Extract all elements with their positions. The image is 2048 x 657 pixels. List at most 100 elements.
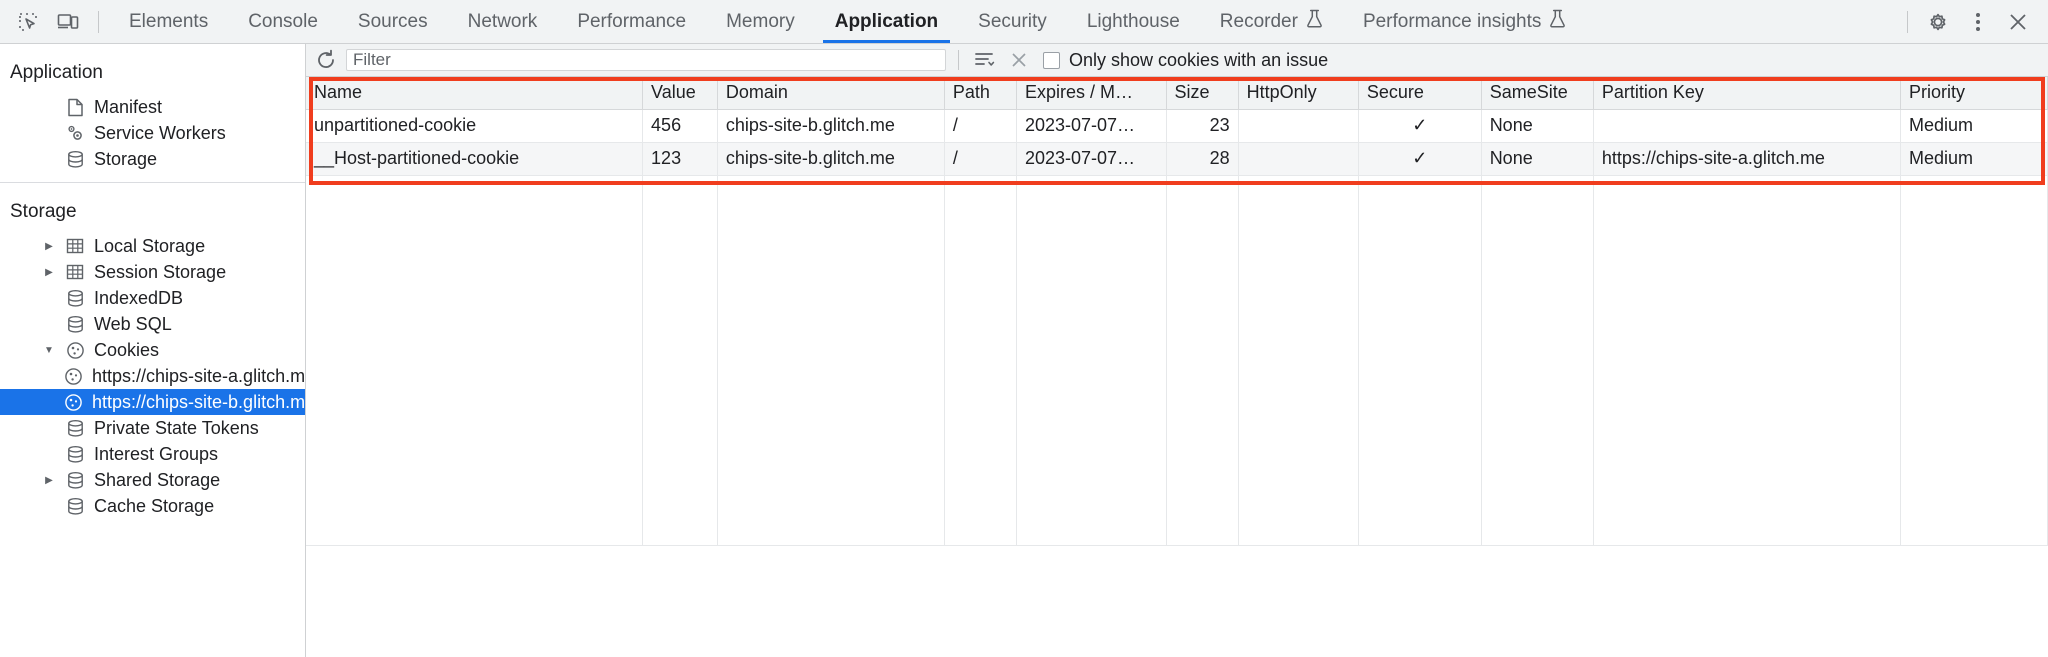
cookies-toolbar: Only show cookies with an issue bbox=[306, 44, 2048, 77]
cell-partition-key bbox=[1593, 109, 1902, 143]
database-icon bbox=[64, 288, 86, 308]
tab-label: Console bbox=[248, 10, 318, 32]
tab-application[interactable]: Application bbox=[815, 0, 958, 43]
column-header-name[interactable]: Name bbox=[306, 77, 644, 110]
tab-performance[interactable]: Performance bbox=[557, 0, 706, 43]
twisty-placeholder bbox=[42, 421, 56, 435]
sidebar-item-cookies-chips-site-b[interactable]: https://chips-site-b.glitch.me bbox=[0, 389, 305, 415]
column-header-path[interactable]: Path bbox=[944, 77, 1017, 110]
table-row[interactable]: unpartitioned-cookie 456 chips-site-b.gl… bbox=[306, 109, 2048, 143]
tab-bar-actions bbox=[1897, 7, 2038, 37]
column-header-priority[interactable]: Priority bbox=[1900, 77, 2048, 110]
only-issues-checkbox[interactable] bbox=[1043, 51, 1060, 69]
cell-secure: ✓ bbox=[1358, 109, 1482, 143]
chevron-down-icon[interactable]: ▼ bbox=[44, 344, 54, 356]
sidebar-item-label: Storage bbox=[94, 149, 158, 169]
cell-expires: 2023-07-07… bbox=[1016, 109, 1167, 143]
devtools-body: Application Manifest bbox=[0, 44, 2048, 657]
sidebar-item-label: Web SQL bbox=[94, 314, 172, 334]
chevron-right-icon[interactable]: ▶ bbox=[45, 266, 53, 278]
sidebar-item-local-storage[interactable]: ▶ Local Storage bbox=[0, 233, 305, 259]
sidebar-item-label: Private State Tokens bbox=[94, 418, 259, 438]
column-header-expires[interactable]: Expires / M… bbox=[1016, 77, 1167, 110]
only-issues-checkbox-row[interactable]: Only show cookies with an issue bbox=[1043, 50, 1328, 71]
sidebar-section-application: Application Manifest bbox=[0, 44, 305, 182]
sidebar-item-label: Cache Storage bbox=[94, 496, 215, 516]
sidebar-item-label: Manifest bbox=[94, 97, 163, 117]
twisty-placeholder bbox=[42, 317, 56, 331]
sidebar-item-service-workers[interactable]: Service Workers bbox=[0, 120, 305, 146]
tab-sources[interactable]: Sources bbox=[338, 0, 448, 43]
clear-all-x-icon[interactable] bbox=[1005, 47, 1033, 73]
cell-value: 123 bbox=[642, 142, 718, 176]
cell-priority: Medium bbox=[1900, 109, 2048, 143]
sidebar-item-web-sql[interactable]: Web SQL bbox=[0, 311, 305, 337]
sidebar-item-cookies-chips-site-a[interactable]: https://chips-site-a.glitch.me bbox=[0, 363, 305, 389]
cookies-table: Name Value Domain Path Expires / M… Size… bbox=[306, 77, 2048, 546]
cell-domain: chips-site-b.glitch.me bbox=[717, 109, 945, 143]
tab-label: Network bbox=[467, 10, 538, 32]
gear-icon[interactable] bbox=[1920, 7, 1956, 37]
inspect-element-icon[interactable] bbox=[10, 7, 46, 37]
column-header-httponly[interactable]: HttpOnly bbox=[1238, 77, 1359, 110]
table-row[interactable]: __Host-partitioned-cookie 123 chips-site… bbox=[306, 142, 2048, 176]
tab-recorder[interactable]: Recorder bbox=[1200, 0, 1343, 43]
cell-size: 23 bbox=[1166, 109, 1239, 143]
twisty-placeholder bbox=[42, 126, 56, 140]
chevron-right-icon[interactable]: ▶ bbox=[45, 474, 53, 486]
column-header-value[interactable]: Value bbox=[642, 77, 718, 110]
toolbar-divider bbox=[958, 50, 959, 70]
tab-performance-insights[interactable]: Performance insights bbox=[1343, 0, 1586, 43]
tab-lighthouse[interactable]: Lighthouse bbox=[1067, 0, 1200, 43]
column-header-domain[interactable]: Domain bbox=[717, 77, 945, 110]
sidebar-item-private-state-tokens[interactable]: Private State Tokens bbox=[0, 415, 305, 441]
cell-httponly bbox=[1238, 142, 1359, 176]
cell-samesite: None bbox=[1481, 142, 1594, 176]
sidebar-item-label: Local Storage bbox=[94, 236, 206, 256]
toolbar-divider bbox=[1907, 10, 1908, 33]
table-icon bbox=[64, 262, 86, 282]
cell-partition-key: https://chips-site-a.glitch.me bbox=[1593, 142, 1902, 176]
cell-path: / bbox=[944, 142, 1017, 176]
cookies-table-container: Name Value Domain Path Expires / M… Size… bbox=[306, 77, 2048, 657]
clear-filter-icon[interactable] bbox=[971, 47, 999, 73]
cookies-panel: Only show cookies with an issue Name Val… bbox=[306, 44, 2048, 657]
only-issues-label: Only show cookies with an issue bbox=[1069, 49, 1329, 70]
sidebar-item-indexeddb[interactable]: IndexedDB bbox=[0, 285, 305, 311]
column-header-samesite[interactable]: SameSite bbox=[1481, 77, 1594, 110]
gears-icon bbox=[64, 123, 86, 143]
sidebar-item-interest-groups[interactable]: Interest Groups bbox=[0, 441, 305, 467]
sidebar-item-cache-storage[interactable]: Cache Storage bbox=[0, 493, 305, 519]
tab-console[interactable]: Console bbox=[228, 0, 338, 43]
column-header-size[interactable]: Size bbox=[1166, 77, 1239, 110]
tab-label: Performance bbox=[577, 10, 687, 32]
sidebar-item-storage-overview[interactable]: Storage bbox=[0, 146, 305, 172]
sidebar-item-cookies[interactable]: ▼ Cookies bbox=[0, 337, 305, 363]
sidebar-section-storage: Storage ▶ Local Storage ▶ Session Storag… bbox=[0, 182, 305, 529]
column-header-secure[interactable]: Secure bbox=[1358, 77, 1482, 110]
toolbar-divider bbox=[98, 10, 99, 33]
chevron-right-icon[interactable]: ▶ bbox=[45, 240, 53, 252]
tab-label: Lighthouse bbox=[1086, 10, 1180, 32]
sidebar-item-label: Interest Groups bbox=[94, 444, 219, 464]
sidebar-item-session-storage[interactable]: ▶ Session Storage bbox=[0, 259, 305, 285]
tab-memory[interactable]: Memory bbox=[706, 0, 815, 43]
three-dot-menu-icon[interactable] bbox=[1960, 7, 1996, 37]
close-icon[interactable] bbox=[2000, 7, 2036, 37]
tab-network[interactable]: Network bbox=[448, 0, 558, 43]
tab-label: Sources bbox=[357, 10, 428, 32]
sidebar-item-shared-storage[interactable]: ▶ Shared Storage bbox=[0, 467, 305, 493]
sidebar-item-label: Service Workers bbox=[94, 123, 226, 143]
tab-elements[interactable]: Elements bbox=[109, 0, 228, 43]
twisty-placeholder bbox=[42, 100, 56, 114]
cell-size: 28 bbox=[1166, 142, 1239, 176]
tab-security[interactable]: Security bbox=[958, 0, 1067, 43]
table-empty-space bbox=[306, 175, 2048, 546]
sidebar-item-label: Shared Storage bbox=[94, 470, 221, 490]
device-toolbar-icon[interactable] bbox=[50, 7, 86, 37]
sidebar-item-manifest[interactable]: Manifest bbox=[0, 94, 305, 120]
column-header-partition-key[interactable]: Partition Key bbox=[1593, 77, 1902, 110]
search-input[interactable] bbox=[346, 49, 946, 71]
refresh-icon[interactable] bbox=[312, 47, 340, 73]
